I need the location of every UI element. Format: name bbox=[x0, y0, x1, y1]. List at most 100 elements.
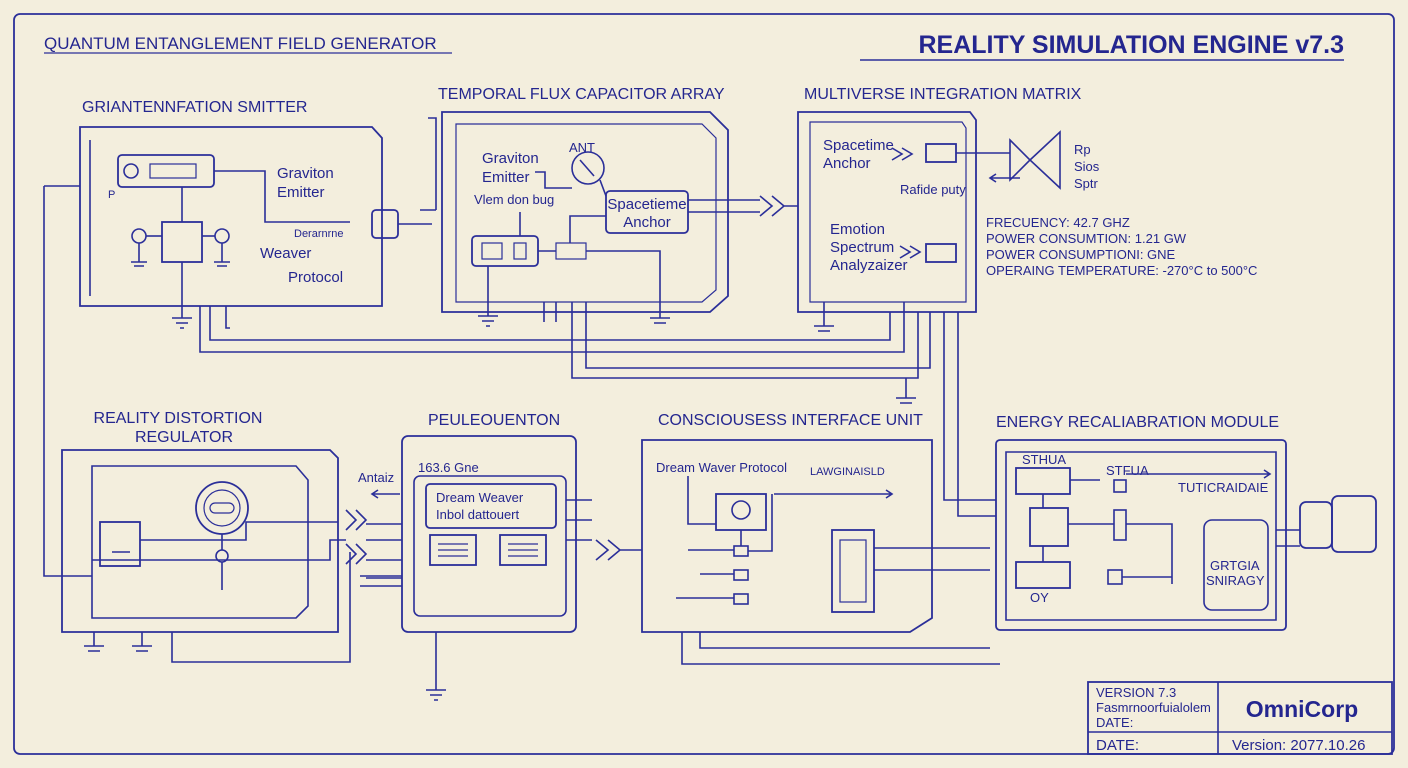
title-block-company: OmniCorp bbox=[1246, 696, 1358, 722]
temporal-sub-label: Vlem don bug bbox=[474, 192, 554, 207]
energy-label-a: STHUA bbox=[1022, 452, 1066, 467]
title-block: VERSION 7.3 Fasmrnoorfuialolem DATE: DAT… bbox=[1087, 681, 1393, 755]
consciousness-bus-out bbox=[874, 547, 990, 571]
wire-bus-5 bbox=[585, 302, 931, 369]
graviton-right-coil-icon bbox=[214, 228, 230, 244]
title-block-version: VERSION 7.3 bbox=[1096, 685, 1176, 700]
title-block-frame bbox=[1087, 681, 1393, 755]
reality-inner-frame bbox=[91, 465, 309, 619]
reality-core-dial-inner-icon bbox=[203, 489, 241, 527]
temporal-module-title: TEMPORAL FLUX CAPACITOR ARRAY bbox=[438, 86, 725, 103]
graviton-left-coil-icon bbox=[131, 228, 147, 244]
energy-block-b bbox=[1029, 507, 1069, 547]
reality-coupler-icon bbox=[345, 509, 368, 565]
peuleo-module-title: PEULEOUENTON bbox=[428, 412, 560, 429]
title-block-date-label-2: DATE: bbox=[1096, 737, 1139, 754]
energy-module-title: ENERGY RECALIABRATION MODULE bbox=[996, 414, 1279, 431]
peuleo-right-chip-lines bbox=[508, 543, 538, 557]
temporal-logic-chip-b bbox=[513, 242, 527, 260]
consciousness-wire-a bbox=[687, 476, 716, 525]
wire-bus-9 bbox=[896, 378, 916, 404]
consciousness-display-panel bbox=[831, 529, 875, 613]
multiverse-anchor-module bbox=[925, 143, 957, 163]
peuleo-bus-right bbox=[566, 499, 592, 541]
consciousness-node-a bbox=[733, 545, 749, 557]
temporal-ground-icon bbox=[478, 266, 498, 327]
consciousness-side-label: LAWGINAISLD bbox=[810, 466, 885, 478]
reality-module-title-1: REALITY DISTORTION bbox=[94, 410, 263, 427]
wire-bus-1 bbox=[199, 302, 905, 353]
graviton-dial-icon bbox=[123, 163, 139, 179]
multiverse-speaker-arrow bbox=[988, 173, 1020, 183]
temporal-emitter-lead bbox=[535, 171, 572, 189]
reality-module-title-2: REGULATOR bbox=[135, 429, 233, 446]
energy-side-bus bbox=[1276, 529, 1300, 547]
multiverse-inner-frame bbox=[809, 121, 967, 303]
graviton-connector bbox=[371, 209, 399, 239]
peuleo-freq-label: 163.6 Gne bbox=[418, 460, 479, 475]
left-header-title: QUANTUM ENTANGLEMENT FIELD GENERATOR bbox=[44, 34, 437, 53]
graviton-emitter-label-1: Graviton bbox=[277, 165, 334, 182]
multiverse-anchor-label-2: Anchor bbox=[823, 155, 871, 172]
multiverse-speaker-icon bbox=[1009, 130, 1061, 190]
temporal-wire-c bbox=[586, 250, 661, 312]
peuleo-inner-frame bbox=[413, 475, 567, 617]
peuleo-left-chip bbox=[429, 534, 477, 566]
wire-bus-6 bbox=[543, 302, 557, 322]
multiverse-ground-icon bbox=[814, 302, 834, 332]
graviton-control-panel bbox=[117, 154, 215, 188]
graviton-weaver-label: Weaver bbox=[260, 245, 311, 262]
graviton-outer-frame bbox=[79, 126, 383, 307]
title-block-subtitle: Fasmrnoorfuialolem bbox=[1096, 700, 1211, 715]
graviton-emitter-module: GRIANTENNFATION SMITTER Graviton Emitter… bbox=[79, 99, 432, 329]
interconnect-wiring bbox=[43, 185, 996, 587]
reality-wire-c bbox=[92, 539, 346, 561]
peuleo-bus-left bbox=[366, 523, 402, 579]
multiverse-speaker-label-3: Sptr bbox=[1074, 176, 1099, 191]
temporal-logic-chip-a bbox=[481, 242, 503, 260]
reality-resistor-box bbox=[99, 521, 141, 567]
reality-ground-icon bbox=[84, 632, 104, 652]
multiverse-emotion-label-2: Spectrum bbox=[830, 239, 894, 256]
wire-left-vertical bbox=[43, 186, 92, 577]
reality-arrow-left bbox=[370, 489, 400, 499]
consciousness-wire-c bbox=[740, 494, 773, 552]
peuleouenton-module: PEULEOUENTON 163.6 Gne Dream Weaver Inbo… bbox=[366, 412, 642, 701]
consciousness-protocol-label: Dream Waver Protocol bbox=[656, 460, 787, 475]
peuleo-coupler-icon bbox=[595, 539, 642, 561]
wire-bus-10 bbox=[360, 575, 402, 587]
spec-list: FRECUENCY: 42.7 GHZ POWER CONSUMTION: 1.… bbox=[986, 215, 1257, 278]
graviton-emitter-lead bbox=[214, 170, 350, 223]
peuleo-right-chip bbox=[499, 534, 547, 566]
consciousness-module: CONSCIOUSESS INTERFACE UNIT Dream Waver … bbox=[641, 412, 1000, 665]
energy-wire-a bbox=[1042, 479, 1173, 584]
temporal-emitter-label-1: Graviton bbox=[482, 150, 539, 167]
wire-bus-4 bbox=[571, 302, 919, 379]
reality-bottom-wire bbox=[171, 552, 351, 663]
graviton-ground-left-icon bbox=[131, 243, 147, 267]
wire-bus-3 bbox=[225, 306, 230, 329]
multiverse-anchor-chevron-icon bbox=[891, 147, 914, 161]
wire-bus-7 bbox=[943, 312, 996, 501]
multiverse-speaker-label-2: Sios bbox=[1074, 159, 1100, 174]
temporal-anchor-label-1: Spacetieme bbox=[607, 196, 686, 213]
consciousness-bottom-wire bbox=[681, 632, 1000, 665]
graviton-core-box bbox=[161, 221, 203, 263]
consciousness-wire-b bbox=[676, 549, 734, 599]
multiverse-module-title: MULTIVERSE INTEGRATION MATRIX bbox=[804, 86, 1082, 103]
multiverse-module: MULTIVERSE INTEGRATION MATRIX Spacetime … bbox=[759, 86, 1100, 332]
graviton-pin-label: P bbox=[108, 189, 115, 201]
peuleo-box-label-1: Dream Weaver bbox=[436, 490, 524, 505]
graviton-ground-right-icon bbox=[214, 243, 230, 267]
consciousness-display-inner bbox=[839, 539, 867, 603]
consciousness-outer-frame bbox=[641, 439, 933, 633]
multiverse-side-label: Rafide puty bbox=[900, 182, 966, 197]
multiverse-emotion-label-1: Emotion bbox=[830, 221, 885, 238]
reality-outer-frame bbox=[61, 449, 339, 633]
temporal-ant-gauge-icon bbox=[571, 151, 605, 185]
temporal-emitter-label-2: Emitter bbox=[482, 169, 530, 186]
energy-block-a bbox=[1015, 467, 1071, 495]
graviton-small-label: Derarnrne bbox=[294, 228, 344, 240]
peuleo-dream-weaver-box bbox=[425, 483, 557, 529]
